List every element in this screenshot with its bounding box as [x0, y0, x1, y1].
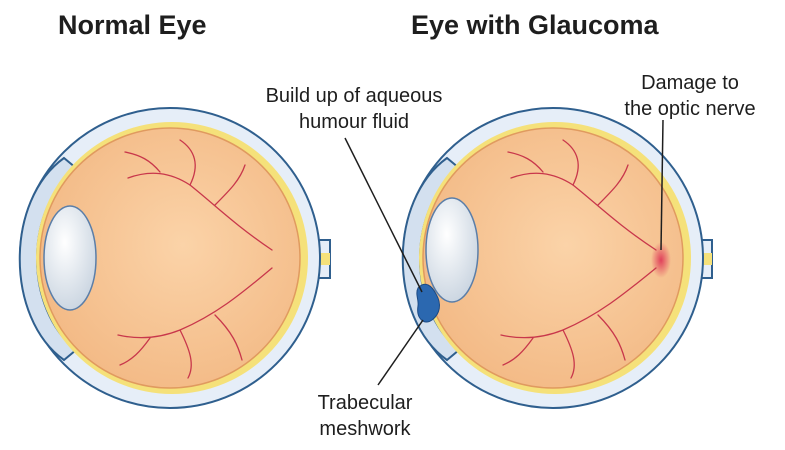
label-aqueous-line2: humour fluid	[298, 111, 410, 133]
blood-vessels	[117, 139, 273, 379]
pointer-damage	[660, 119, 664, 251]
label-optic-nerve-damage: Damage to the optic nerve	[600, 70, 780, 122]
vitreous-body	[39, 127, 301, 389]
label-aqueous-line1: Build up of aqueous	[265, 85, 443, 107]
label-trabecular-meshwork: Trabecular meshwork	[290, 390, 440, 442]
label-damage-line1: Damage to	[641, 72, 739, 94]
lens	[43, 205, 97, 311]
pointer-buildup	[344, 137, 423, 293]
label-damage-line2: the optic nerve	[624, 98, 756, 120]
optic-nerve-damage	[651, 242, 671, 278]
label-trabecular-line1: Trabecular	[317, 392, 413, 414]
title-normal-eye: Normal Eye	[58, 10, 207, 40]
vitreous-body-glaucoma	[422, 127, 684, 389]
normal-eye	[18, 107, 331, 409]
glaucoma-eye	[401, 107, 713, 409]
label-trabecular-line2: meshwork	[319, 418, 411, 440]
pointer-lines	[344, 119, 664, 386]
title-glaucoma-eye: Eye with Glaucoma	[411, 10, 659, 40]
aqueous-fluid-buildup	[416, 283, 440, 323]
pointer-trabecular	[377, 319, 424, 386]
lens-glaucoma	[425, 197, 479, 303]
blood-vessels-glaucoma	[500, 139, 657, 379]
label-aqueous-buildup: Build up of aqueous humour fluid	[238, 83, 470, 135]
